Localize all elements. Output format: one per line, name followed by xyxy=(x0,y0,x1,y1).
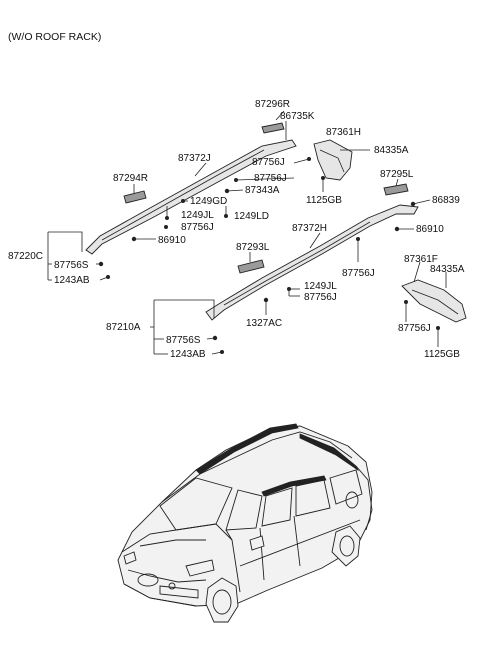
label-87756S: 87756S xyxy=(166,335,201,346)
clip-87756J xyxy=(164,225,168,229)
label-87361F: 87361F xyxy=(404,254,438,265)
label-1125GB: 1125GB xyxy=(306,195,342,206)
label-87756J: 87756J xyxy=(304,292,337,303)
label-87372H: 87372H xyxy=(292,223,327,234)
label-87296R: 87296R xyxy=(255,99,290,110)
label-86839: 86839 xyxy=(432,195,460,206)
label-87294R: 87294R xyxy=(113,173,148,184)
label-87756J: 87756J xyxy=(254,173,287,184)
header-title: (W/O ROOF RACK) xyxy=(8,31,101,43)
label-1327AC: 1327AC xyxy=(246,318,282,329)
label-86735K: 86735K xyxy=(280,111,315,122)
label-87756J: 87756J xyxy=(252,157,285,168)
label-86910: 86910 xyxy=(416,224,444,235)
rail-cover-87295L xyxy=(383,183,409,196)
label-1249JL: 1249JL xyxy=(304,281,337,292)
label-87343A: 87343A xyxy=(245,185,280,196)
label-87293L: 87293L xyxy=(236,242,270,253)
vehicle-illustration xyxy=(117,423,373,623)
label-87756J: 87756J xyxy=(342,268,375,279)
end-cap-87361H xyxy=(313,139,353,181)
label-87756S: 87756S xyxy=(54,260,89,271)
label-1249GD: 1249GD xyxy=(190,196,227,207)
label-1243AB: 1243AB xyxy=(170,349,206,360)
label-1243AB: 1243AB xyxy=(54,275,90,286)
end-cap-87361F xyxy=(401,279,467,323)
label-1125GB: 1125GB xyxy=(424,349,460,360)
rail-cover-87294R xyxy=(123,190,147,204)
label-1249JL: 1249JL xyxy=(181,210,214,221)
label-84335A: 84335A xyxy=(430,264,465,275)
label-86910: 86910 xyxy=(158,235,186,246)
label-1249LD: 1249LD xyxy=(234,211,269,222)
label-87361H: 87361H xyxy=(326,127,361,138)
label-87210A: 87210A xyxy=(106,322,141,333)
label-87372J: 87372J xyxy=(178,153,211,164)
roof-rail-upper xyxy=(85,139,297,255)
rail-cover-87296R xyxy=(261,122,285,134)
label-87756J: 87756J xyxy=(398,323,431,334)
label-87220C: 87220C xyxy=(8,251,43,262)
label-84335A: 84335A xyxy=(374,145,409,156)
roof-rail-lower xyxy=(205,204,419,321)
rail-cover-87293L xyxy=(237,259,265,274)
label-87295L: 87295L xyxy=(380,169,414,180)
label-87756J: 87756J xyxy=(181,222,214,233)
